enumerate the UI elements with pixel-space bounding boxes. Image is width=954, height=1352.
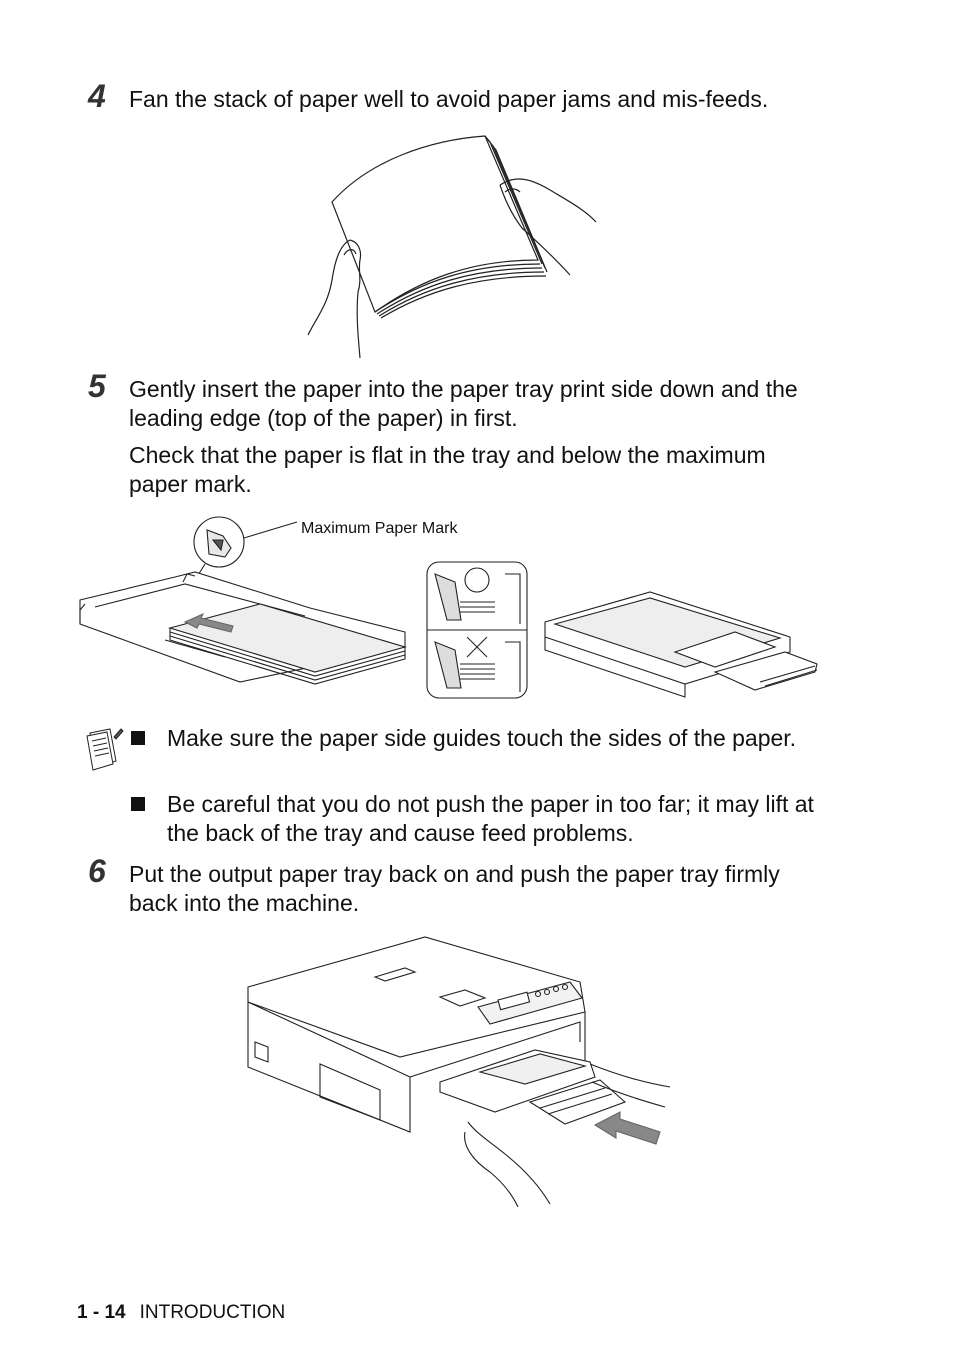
fan-paper-illustration [307, 135, 597, 359]
paper-tray-illustration [79, 516, 818, 699]
note-bullet-1 [131, 731, 145, 745]
page-footer: 1 - 14 INTRODUCTION [77, 1302, 285, 1324]
section-name: INTRODUCTION [139, 1302, 286, 1323]
machine-tray-illustration [247, 936, 671, 1207]
notepad-pencil-icon [86, 728, 124, 771]
step-5-text: Gently insert the paper into the paper t… [129, 376, 798, 431]
step-number-5: 5 [88, 368, 106, 404]
note-bullet-2 [131, 797, 145, 811]
step-number-4: 4 [88, 78, 106, 114]
page-number: 1 - 14 [77, 1302, 126, 1323]
step-5-check-text: Check that the paper is flat in the tray… [129, 442, 766, 497]
max-paper-mark-callout: Maximum Paper Mark [301, 520, 458, 537]
step-number-6: 6 [88, 853, 106, 889]
step-4-text: Fan the stack of paper well to avoid pap… [129, 86, 769, 112]
step-6-text: Put the output paper tray back on and pu… [129, 861, 780, 916]
note-item-1: Make sure the paper side guides touch th… [167, 725, 797, 751]
note-item-2: Be careful that you do not push the pape… [167, 791, 814, 846]
